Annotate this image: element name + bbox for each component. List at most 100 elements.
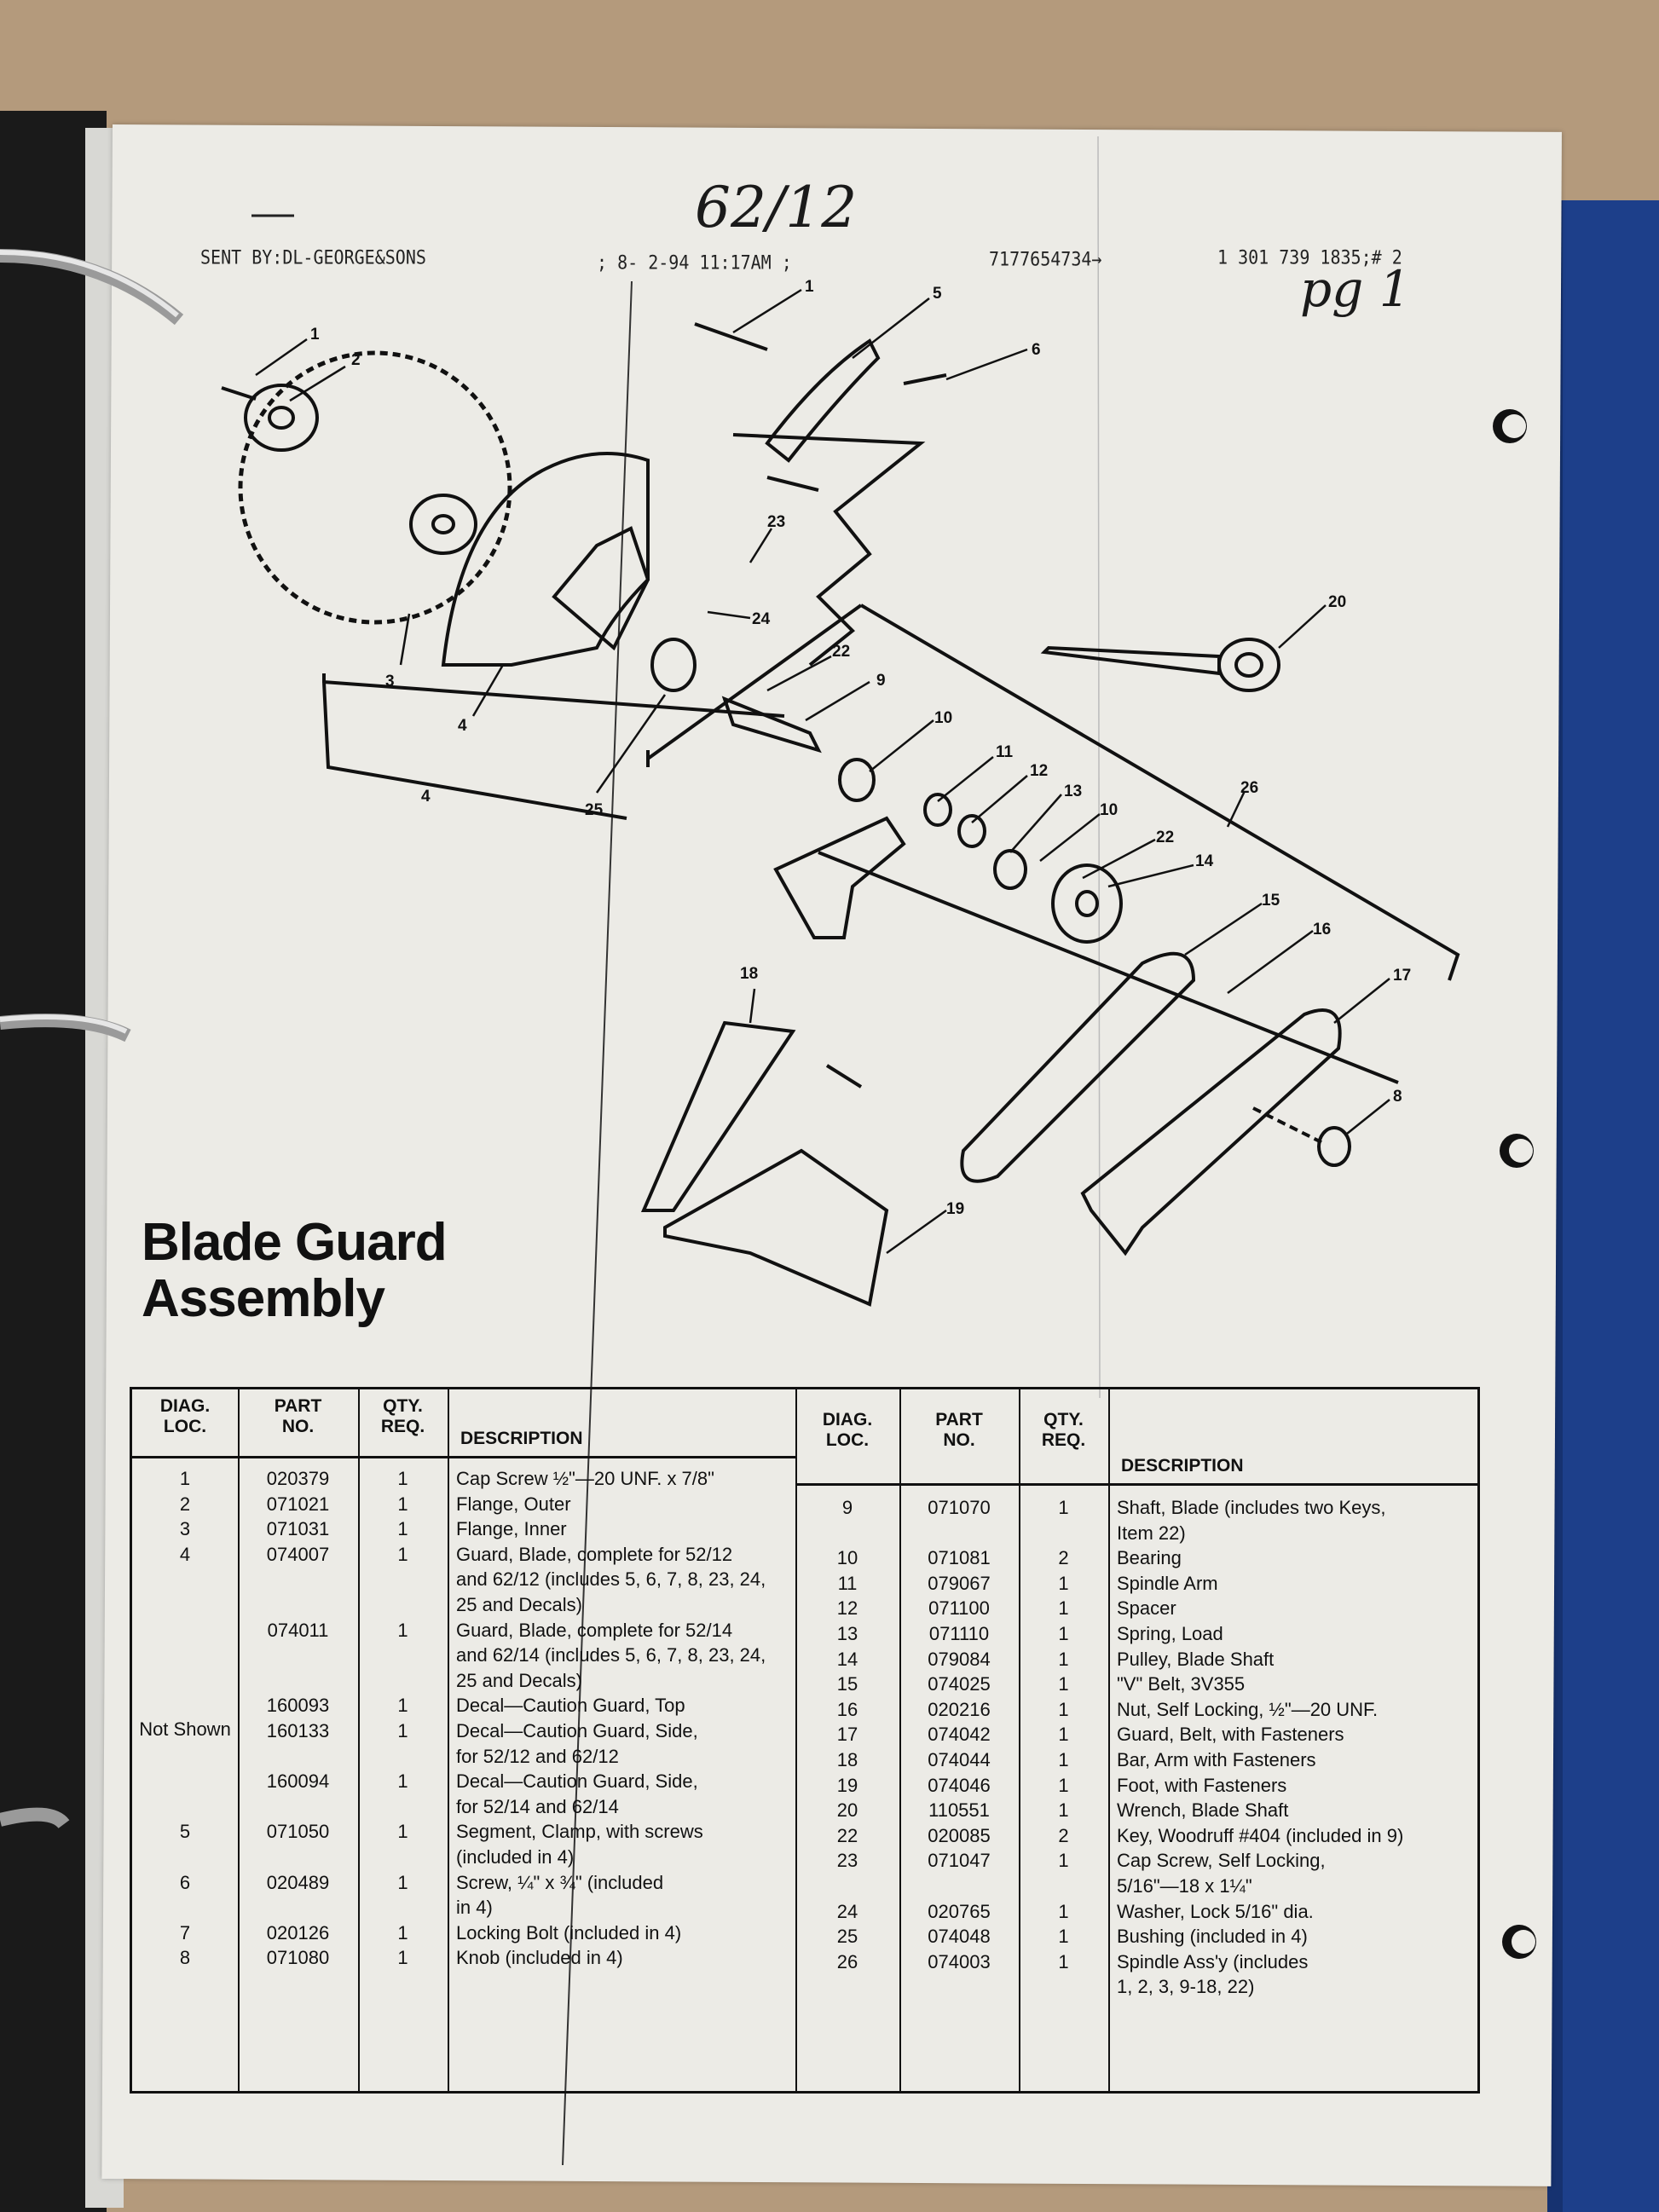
- cell-part: 110551: [928, 1799, 990, 1822]
- callout: 24: [752, 610, 771, 628]
- cell-part: 071110: [928, 1622, 990, 1644]
- callout: 3: [385, 673, 395, 690]
- callout: 14: [1195, 852, 1214, 870]
- callout: 12: [1030, 762, 1048, 780]
- cell-qty: 1: [1058, 1900, 1069, 1922]
- cell-part: 071021: [266, 1493, 330, 1515]
- cell-diag: 5: [179, 1821, 191, 1843]
- cell-diag: 24: [836, 1900, 858, 1922]
- description-line: in 4): [456, 1897, 493, 1919]
- cell-qty: 1: [1058, 1497, 1069, 1518]
- cell-description: Flange, Outer: [448, 1492, 571, 1517]
- cell-qty: 1: [397, 1719, 408, 1741]
- cell-qty: 1: [1058, 1622, 1069, 1644]
- callout: 4: [458, 717, 467, 735]
- cell-qty: 1: [397, 1821, 408, 1843]
- cell-diag: [132, 1693, 238, 1718]
- cell-qty: 2: [1058, 1547, 1069, 1569]
- header-rule: [795, 1483, 1477, 1486]
- cell-part: 160133: [266, 1719, 330, 1741]
- callout: 19: [946, 1200, 964, 1218]
- cell-diag: 23: [836, 1850, 858, 1872]
- cell-description: Cap Screw, Self Locking,5/16"—18 x 1¼": [1108, 1848, 1326, 1898]
- cell-qty: 1: [1058, 1648, 1069, 1670]
- foot: [663, 1148, 889, 1307]
- description-line: Bushing (included in 4): [1117, 1926, 1308, 1948]
- exploded-diagram: [221, 288, 1460, 1307]
- callout: 20: [1328, 593, 1346, 611]
- cell-qty: 1: [397, 1543, 408, 1565]
- column-rule: [899, 1389, 901, 2091]
- column-rule: [238, 1389, 240, 2091]
- fax-from-number: 7177654734→: [989, 247, 1102, 271]
- blade-shaft: [721, 696, 822, 754]
- cell-description: Nut, Self Locking, ½"—20 UNF.: [1108, 1697, 1378, 1723]
- wrench: [1040, 645, 1221, 676]
- column-rule: [448, 1389, 449, 2091]
- bushing: [650, 638, 697, 692]
- column-rule: [358, 1389, 360, 2091]
- cell-diag: 15: [836, 1673, 858, 1695]
- header-qty-req: QTY.REQ.: [1041, 1410, 1086, 1450]
- cell-diag: 19: [836, 1774, 858, 1796]
- cell-qty: 1: [1058, 1774, 1069, 1796]
- cell-qty: 2: [1058, 1824, 1069, 1846]
- cell-diag: 22: [836, 1824, 858, 1846]
- header-diag-loc: DIAG.LOC.: [822, 1410, 873, 1450]
- punch-holes: [1493, 409, 1536, 1959]
- cell-description: Pulley, Blade Shaft: [1108, 1647, 1274, 1672]
- cell-diag: 14: [836, 1648, 858, 1670]
- cell-part: 074048: [928, 1926, 991, 1948]
- cell-part: 074011: [267, 1619, 329, 1641]
- cell-qty: 1: [1058, 1597, 1069, 1620]
- callout: 16: [1313, 921, 1331, 939]
- cell-part: 020126: [266, 1921, 330, 1943]
- description-line: 25 and Decals): [456, 1593, 582, 1615]
- header-description: DESCRIPTION: [460, 1429, 583, 1448]
- cell-part: 079067: [928, 1572, 991, 1594]
- cell-description: Bushing (included in 4): [1108, 1924, 1308, 1949]
- description-line: for 52/12 and 62/12: [456, 1745, 619, 1767]
- description-line: Nut, Self Locking, ½"—20 UNF.: [1117, 1698, 1379, 1720]
- description-line: 5/16"—18 x 1¼": [1117, 1874, 1252, 1897]
- description-line: 1, 2, 3, 9-18, 22): [1117, 1976, 1255, 1998]
- description-line: Item 22): [1117, 1522, 1186, 1544]
- description-line: Knob (included in 4): [456, 1947, 623, 1969]
- cell-description: Decal—Caution Guard, Side, for 52/12 and …: [448, 1718, 698, 1769]
- cell-part: 020216: [928, 1698, 991, 1720]
- cell-diag: 9: [841, 1497, 853, 1518]
- cell-diag: Not Shown: [139, 1718, 231, 1740]
- cell-diag: 26: [836, 1950, 858, 1972]
- callout: 1: [805, 278, 814, 296]
- description-line: Shaft, Blade (includes two Keys,: [1117, 1497, 1386, 1518]
- cell-part: 071031: [266, 1518, 330, 1540]
- description-line: (included in 4): [456, 1845, 575, 1868]
- callout: 15: [1262, 892, 1280, 910]
- cell-qty: 1: [397, 1468, 408, 1489]
- cell-description: Washer, Lock 5/16" dia.: [1108, 1899, 1314, 1925]
- column-rule: [795, 1389, 797, 2091]
- cell-qty: 1: [1058, 1748, 1069, 1770]
- cell-diag: 17: [836, 1724, 858, 1746]
- callout: 8: [1393, 1088, 1402, 1106]
- callout: 1: [310, 326, 320, 344]
- title-line-1: Blade Guard: [142, 1213, 448, 1272]
- description-line: Decal—Caution Guard, Side,: [456, 1719, 698, 1741]
- column-rule: [1019, 1389, 1020, 2091]
- description-line: for 52/14 and 62/14: [456, 1795, 619, 1817]
- title-line-2: Assembly: [142, 1269, 385, 1328]
- cell-description: Knob (included in 4): [448, 1945, 623, 1971]
- cell-qty: 1: [397, 1493, 408, 1515]
- description-line: Locking Bolt (included in 4): [456, 1921, 682, 1943]
- cell-description: Foot, with Fasteners: [1108, 1773, 1286, 1799]
